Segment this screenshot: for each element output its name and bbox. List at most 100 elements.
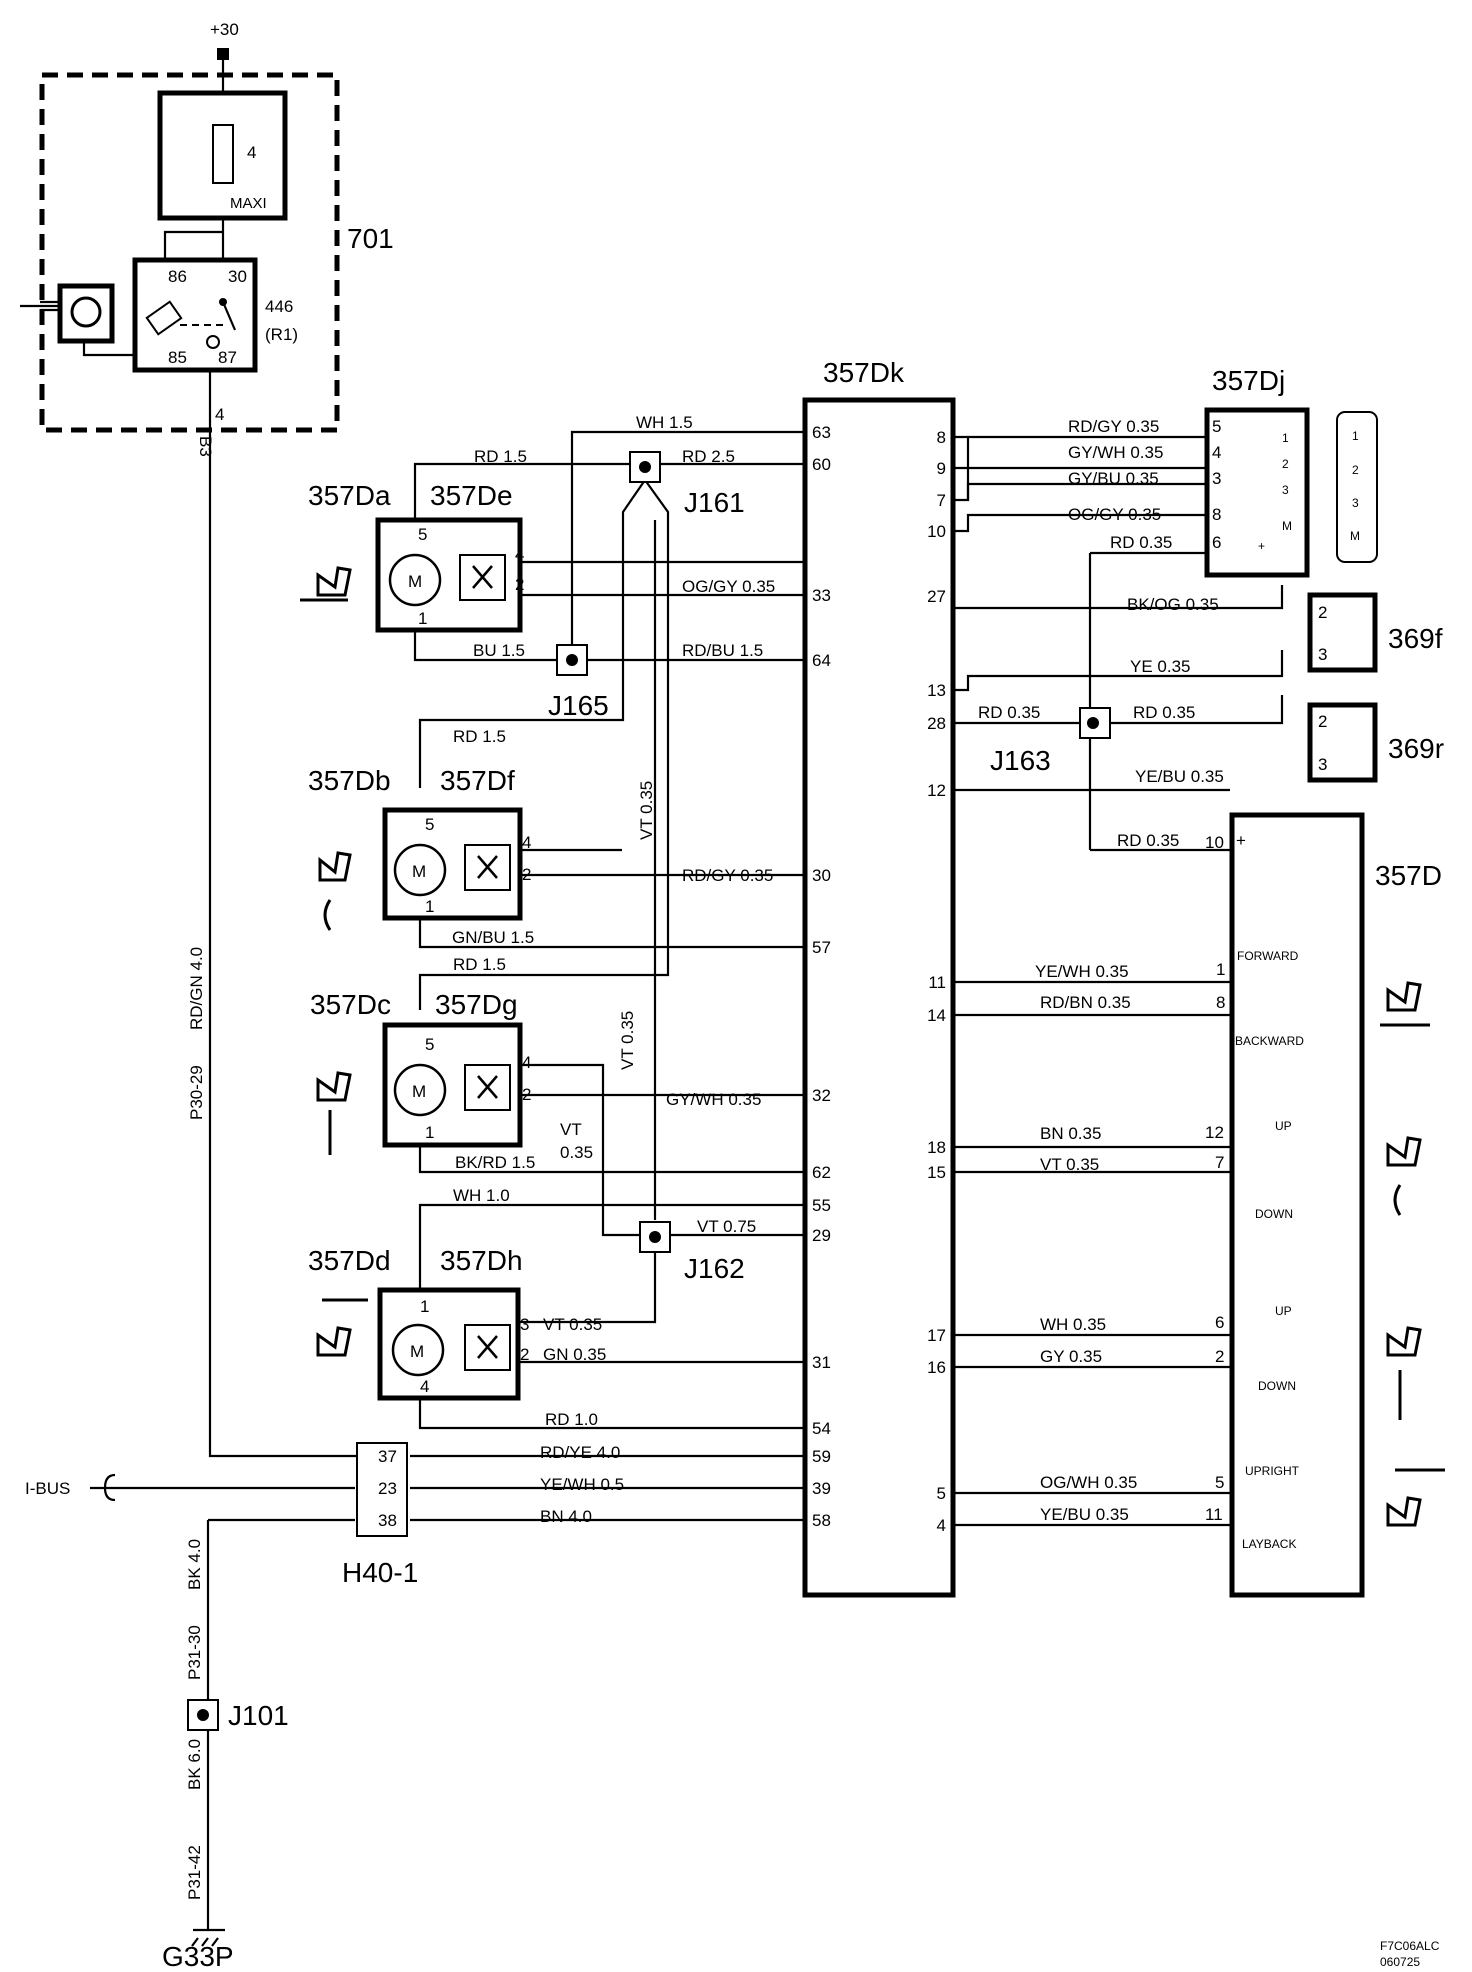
ground-id: G33P [162, 1941, 234, 1972]
wl-gywh: GY/WH 0.35 [666, 1090, 761, 1109]
wl-gnbu: GN/BU 1.5 [452, 928, 534, 947]
wl-r-gy: GY 0.35 [1040, 1347, 1102, 1366]
wl-wh15: WH 1.5 [636, 413, 693, 432]
switch-369f [1307, 592, 1378, 673]
d-forward: FORWARD [1237, 949, 1299, 963]
ground-wire2-code: P31-42 [185, 1845, 204, 1900]
wl-r-rd28a: RD 0.35 [978, 703, 1040, 722]
wires [20, 55, 1347, 1930]
sensor-b-id: 357Df [440, 765, 515, 796]
dj-posM: M [1282, 519, 1292, 533]
seat-icons [300, 566, 1445, 1527]
s369r-pin3: 3 [1318, 755, 1327, 774]
d-pin2: 2 [1215, 1347, 1224, 1366]
dj-pos3: 3 [1282, 483, 1289, 497]
s369f-pin2: 2 [1318, 603, 1327, 622]
memory-keys [1336, 411, 1378, 563]
wl-r-bn: BN 0.35 [1040, 1124, 1101, 1143]
wl-oggy: OG/GY 0.35 [682, 577, 775, 596]
motor-b-pin1: 1 [425, 897, 434, 916]
motor-b-pin2: 2 [522, 865, 531, 884]
relay-pin-30: 30 [228, 267, 247, 286]
feed-code: P30-29 [187, 1065, 206, 1120]
junction-J101: J101 [228, 1700, 289, 1731]
d-plus: + [1236, 831, 1246, 850]
wl-vt3: VT 0.35 [543, 1315, 602, 1334]
d-pin7: 7 [1215, 1153, 1224, 1172]
wl-rd15: RD 1.5 [474, 447, 527, 466]
conn-pin-38: 38 [378, 1511, 397, 1530]
motor-c-pin1: 1 [425, 1123, 434, 1142]
d-layback: LAYBACK [1242, 1537, 1296, 1551]
ecu-pin-17: 17 [927, 1326, 946, 1345]
d-pin8: 8 [1216, 993, 1225, 1012]
ecu-pin-58: 58 [812, 1511, 831, 1530]
dj-pin6: 6 [1212, 533, 1221, 552]
ecu-pin-63: 63 [812, 423, 831, 442]
motor-b-m: M [412, 862, 426, 881]
ibus-label: I-BUS [25, 1479, 70, 1498]
ecu-pin-13: 13 [927, 681, 946, 700]
ecu-pin-54: 54 [812, 1419, 831, 1438]
ecu-pin-18: 18 [927, 1138, 946, 1157]
ecu-id: 357Dk [823, 357, 905, 388]
wl-r-ogwh: OG/WH 0.35 [1040, 1473, 1137, 1492]
ecu-pin-55: 55 [812, 1196, 831, 1215]
motor-d-id: 357Dd [308, 1245, 391, 1276]
ecu-pin-5: 5 [937, 1484, 946, 1503]
relay-pin-85: 85 [168, 348, 187, 367]
wl-bkrd: BK/RD 1.5 [455, 1153, 535, 1172]
motor-c-id: 357Dc [310, 989, 391, 1020]
seat-height-icon-r [1386, 1326, 1422, 1420]
d-upright: UPRIGHT [1245, 1464, 1300, 1478]
ecu-pin-29: 29 [812, 1226, 831, 1245]
sensor-d-id: 357Dh [440, 1245, 523, 1276]
motor-d-m: M [410, 1342, 424, 1361]
dj-key3: 3 [1352, 496, 1359, 510]
d-down2: DOWN [1258, 1379, 1296, 1393]
s369r-pin2: 2 [1318, 712, 1327, 731]
d-pin11: 11 [1205, 1505, 1223, 1524]
d-backward: BACKWARD [1235, 1034, 1304, 1048]
ecu-pin-31: 31 [812, 1353, 831, 1372]
seat-backrest-icon [316, 1298, 368, 1357]
ecu-pin-7: 7 [937, 491, 946, 510]
wl-rd15b: RD 1.5 [453, 727, 506, 746]
feed-conn: B3 [196, 436, 215, 457]
wl-r-yewh: YE/WH 0.35 [1035, 962, 1129, 981]
dj-key2: 2 [1352, 463, 1359, 477]
wl-r-rdbn: RD/BN 0.35 [1040, 993, 1131, 1012]
motor-a-pin5: 5 [418, 525, 427, 544]
fuse-type: MAXI [230, 195, 267, 212]
d-pin12: 12 [1205, 1123, 1224, 1142]
dj-pin8: 8 [1212, 505, 1221, 524]
ecu-357Dk [802, 397, 956, 1598]
motor-d-pin1: 1 [420, 1297, 429, 1316]
ecu-pin-4: 4 [937, 1516, 946, 1535]
footer-date: 060725 [1380, 1955, 1420, 1969]
switch-369r-id: 369r [1388, 733, 1444, 764]
switch-357Dj [1204, 407, 1310, 578]
wl-r-rdgy: RD/GY 0.35 [1068, 417, 1159, 436]
wl-r-oggy: OG/GY 0.35 [1068, 505, 1161, 524]
wl-yewh: YE/WH 0.5 [540, 1475, 624, 1494]
s369f-pin3: 3 [1318, 645, 1327, 664]
wl-r-rd28b: RD 0.35 [1133, 703, 1195, 722]
relay-pin-87: 87 [218, 348, 237, 367]
motor-b-pin5: 5 [425, 815, 434, 834]
wl-r-gybu: GY/BU 0.35 [1068, 469, 1159, 488]
connector-H40-1 [356, 1442, 408, 1537]
wl-gn: GN 0.35 [543, 1345, 606, 1364]
dj-pin3: 3 [1212, 469, 1221, 488]
seat-tilt-icon [318, 851, 352, 931]
dj-pos1: 1 [1282, 431, 1289, 445]
motor-c-m: M [412, 1082, 426, 1101]
switch-dj-id: 357Dj [1212, 365, 1285, 396]
wl-rd25: RD 2.5 [682, 447, 735, 466]
wl-r-vt: VT 0.35 [1040, 1155, 1099, 1174]
ecu-pin-11: 11 [928, 973, 946, 992]
wl-r-gywh: GY/WH 0.35 [1068, 443, 1163, 462]
junction-J163: J163 [990, 745, 1051, 776]
wl-r-yebu4: YE/BU 0.35 [1040, 1505, 1129, 1524]
